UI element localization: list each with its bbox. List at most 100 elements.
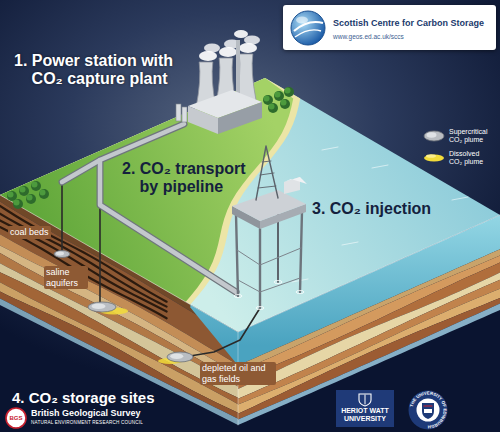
layer-label: depleted oil and gas fields bbox=[200, 362, 276, 385]
plume-body bbox=[167, 352, 193, 362]
legend-text: Supercritical CO₂ plume bbox=[449, 128, 493, 144]
emblem-line bbox=[365, 395, 366, 404]
organisation-name: Scottish Centre for Carbon Storage bbox=[333, 17, 484, 29]
emblem-shape bbox=[359, 394, 371, 406]
logo-name: British Geological Survey bbox=[31, 408, 141, 418]
crest-book bbox=[424, 409, 432, 413]
capture-unit bbox=[176, 104, 181, 121]
tree-highlight bbox=[285, 88, 291, 94]
legend-sample bbox=[422, 150, 446, 166]
crest-inner bbox=[417, 399, 440, 422]
wave-mark bbox=[342, 242, 358, 245]
tree bbox=[7, 191, 17, 201]
plume-core bbox=[56, 252, 64, 256]
logo-initials: BGS bbox=[6, 415, 26, 422]
tree-highlight bbox=[8, 192, 14, 198]
university-logo-box: HERIOT WATT UNIVERSITY bbox=[336, 390, 394, 427]
wave-mark bbox=[322, 147, 338, 150]
supercritical-plume bbox=[88, 302, 116, 312]
power-station bbox=[176, 30, 262, 134]
plume-sample-core bbox=[427, 132, 437, 138]
water-ring bbox=[296, 291, 304, 294]
trees bbox=[7, 87, 294, 209]
rig-brace bbox=[237, 248, 301, 265]
legend-sample bbox=[422, 128, 446, 144]
tree bbox=[268, 103, 278, 113]
tree bbox=[26, 194, 36, 204]
hall-wall bbox=[218, 102, 262, 134]
tree bbox=[19, 186, 29, 196]
tree bbox=[274, 91, 284, 101]
water-ring bbox=[234, 295, 242, 298]
supercritical-plume bbox=[54, 251, 70, 258]
web-address: www.geos.ed.ac.uk/sccs bbox=[333, 32, 404, 41]
supercritical-plume bbox=[167, 352, 193, 362]
derrick-bar bbox=[260, 173, 274, 175]
dissolved-plume-sample bbox=[426, 154, 436, 158]
legend-text: Dissolved CO₂ plume bbox=[449, 150, 493, 166]
rig-brace bbox=[238, 278, 300, 292]
curved-text: THE UNIVERSITY OF EDINBURGH bbox=[409, 390, 448, 429]
rig-leg bbox=[236, 214, 238, 296]
steam bbox=[219, 47, 237, 57]
globe-shine bbox=[296, 17, 308, 24]
tree bbox=[31, 181, 41, 191]
legend-entry: Dissolved CO₂ plume bbox=[422, 150, 493, 166]
tree-highlight bbox=[32, 182, 38, 188]
derrick-bar bbox=[262, 161, 271, 162]
bgs-emblem bbox=[6, 408, 26, 428]
globe-swoosh bbox=[295, 30, 321, 37]
tree-highlight bbox=[275, 92, 281, 98]
chimney bbox=[236, 40, 240, 100]
step-label: 4. CO₂ storage sites bbox=[12, 389, 155, 406]
deck bbox=[232, 190, 306, 221]
steam bbox=[239, 43, 257, 53]
rig-leg bbox=[259, 229, 261, 308]
pipeline bbox=[62, 124, 236, 292]
derrick-bar bbox=[258, 186, 276, 188]
step-label: 3. CO₂ injection bbox=[312, 200, 431, 218]
water-ring bbox=[274, 281, 282, 284]
logo-name: THE UNIVERSITY OF EDINBURGH bbox=[409, 390, 448, 429]
globe bbox=[291, 11, 325, 45]
derrick bbox=[256, 146, 278, 200]
step-label: 1. Power station with CO₂ capture plant bbox=[14, 52, 194, 88]
capture-unit bbox=[182, 107, 187, 122]
steam bbox=[234, 30, 248, 38]
well bbox=[190, 308, 260, 356]
tree bbox=[39, 189, 49, 199]
logo-subtitle: NATURAL ENVIRONMENT RESEARCH COUNCIL bbox=[31, 420, 143, 426]
plume-core bbox=[170, 354, 183, 360]
tree-highlight bbox=[27, 195, 33, 201]
well bbox=[61, 182, 63, 252]
tree bbox=[284, 87, 294, 97]
crest-shield bbox=[422, 403, 434, 419]
pipe-outline bbox=[100, 124, 236, 292]
tree bbox=[13, 199, 23, 209]
block-edges bbox=[0, 195, 500, 425]
tree bbox=[280, 99, 290, 109]
plume-body bbox=[54, 251, 70, 258]
rig-leg bbox=[300, 211, 302, 292]
tree-highlight bbox=[14, 200, 20, 206]
beach bbox=[0, 78, 300, 305]
legend-entry: Supercritical CO₂ plume bbox=[422, 128, 493, 144]
university-emblem bbox=[336, 391, 394, 407]
rock-layer bbox=[238, 273, 500, 399]
rock-layer bbox=[238, 280, 500, 405]
plume-body bbox=[88, 302, 116, 312]
pipe bbox=[100, 124, 236, 292]
university-name: HERIOT WATT UNIVERSITY bbox=[339, 407, 391, 423]
organisation-box: Scottish Centre for Carbon Storage www.ge… bbox=[283, 5, 496, 50]
well bbox=[99, 205, 101, 303]
layer-label: saline aquifers bbox=[44, 266, 88, 289]
steam bbox=[199, 51, 217, 61]
sea-water bbox=[190, 305, 238, 366]
deck-module-roof bbox=[284, 177, 307, 184]
coal-seam bbox=[0, 227, 167, 318]
pipe bbox=[62, 160, 100, 182]
land-surface bbox=[0, 78, 293, 305]
layer-label: coal beds bbox=[8, 226, 51, 239]
wave-mark bbox=[372, 165, 388, 168]
